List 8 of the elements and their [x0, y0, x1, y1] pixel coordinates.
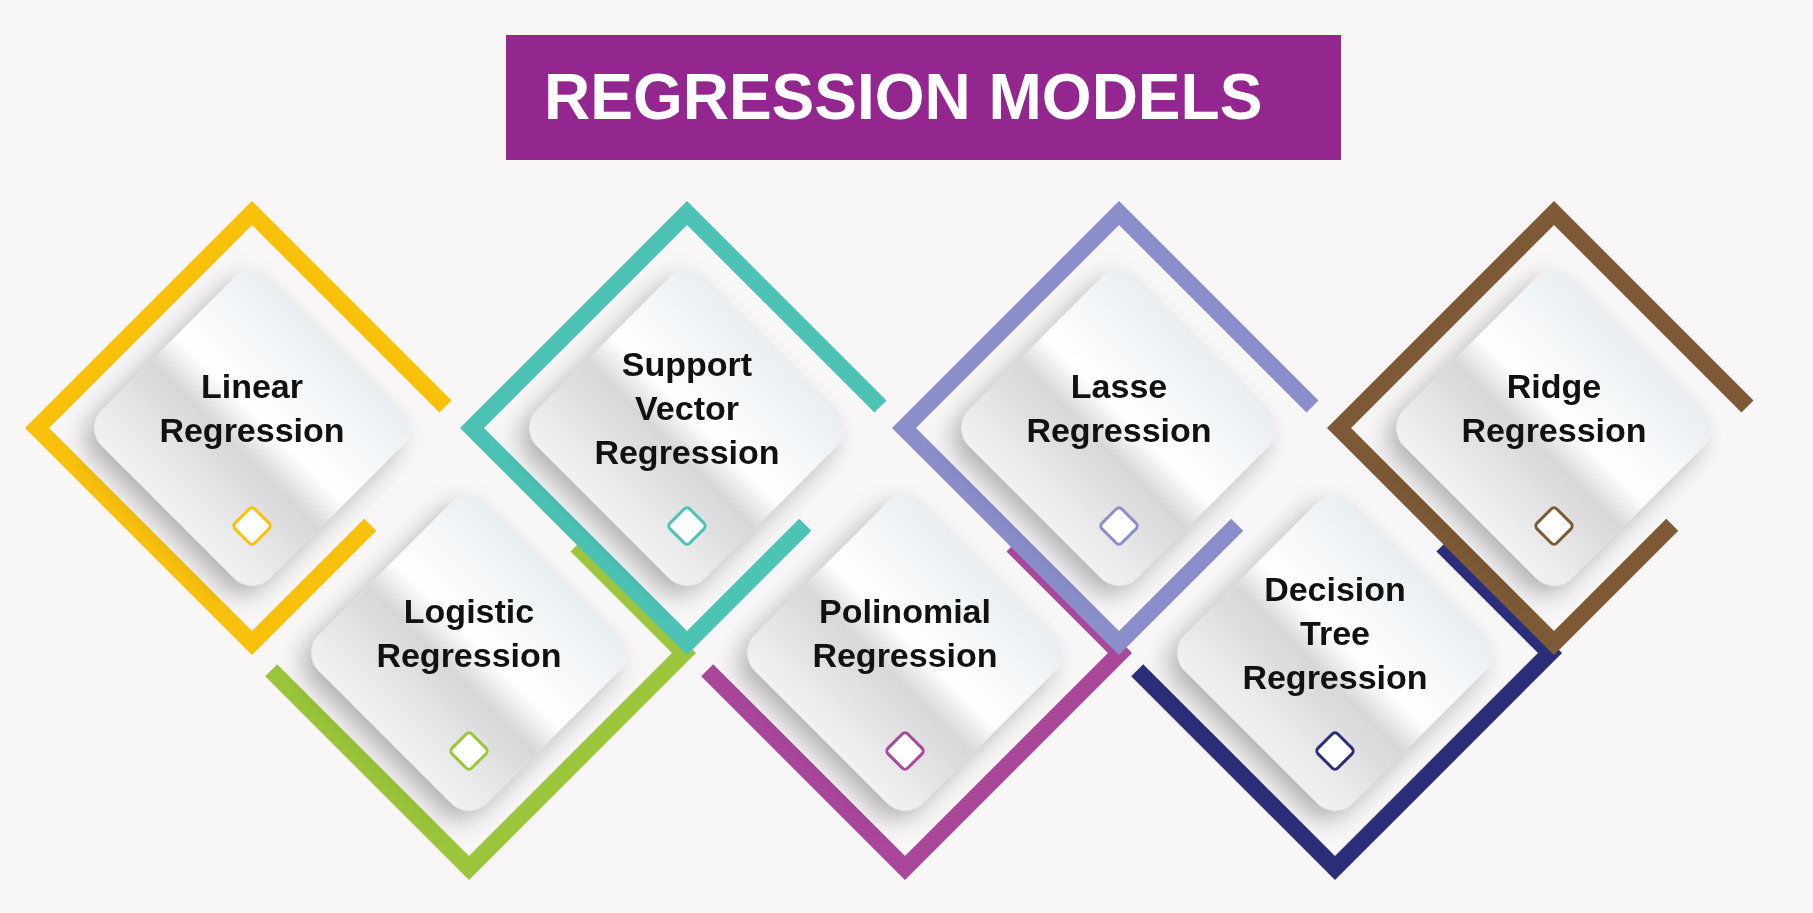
title-banner: REGRESSION MODELS: [506, 35, 1341, 160]
node-label: Linear Regression: [158, 366, 346, 451]
node-label: Ridge Regression: [1460, 366, 1648, 451]
node-label: Polinomial Regression: [811, 591, 999, 676]
node-label: Logistic Regression: [375, 591, 563, 676]
node-label: Decision Tree Regression: [1241, 569, 1429, 698]
node-label: Support Vector Regression: [593, 344, 781, 473]
node-label: Lasse Regression: [1025, 366, 1213, 451]
